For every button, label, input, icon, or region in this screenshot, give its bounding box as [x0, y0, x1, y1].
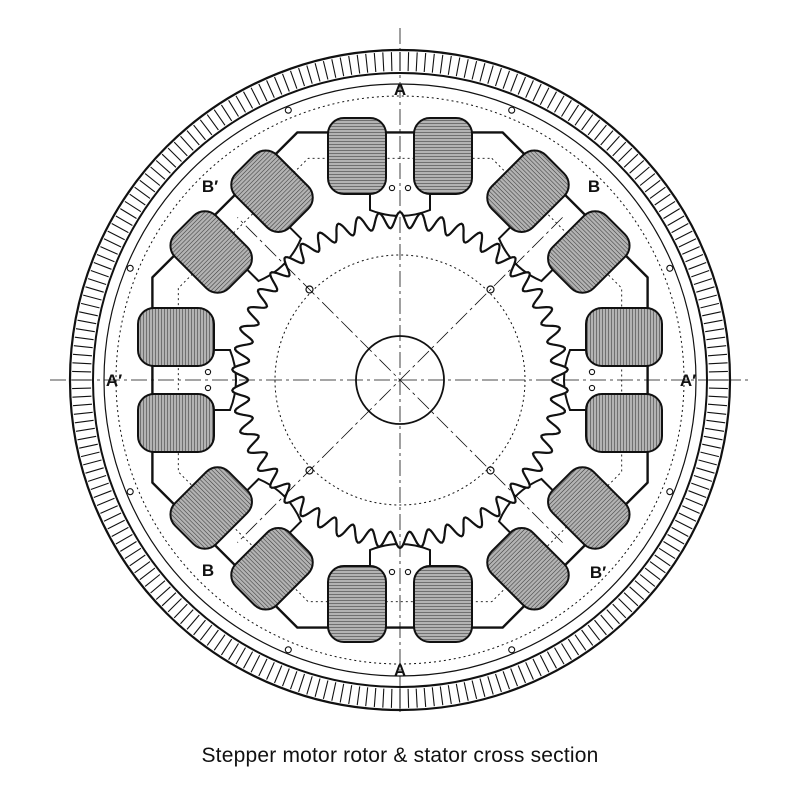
coil-2a — [486, 149, 570, 233]
housing-hole-7 — [126, 264, 134, 272]
label-b-prime-top-left: B′ — [202, 177, 218, 196]
coil-1b — [413, 117, 473, 195]
pole-hole-6 — [204, 384, 212, 392]
coil-3b — [585, 393, 663, 453]
label-a-prime-right: A′ — [680, 371, 696, 390]
coil-4b — [486, 527, 570, 611]
label-a-bottom: A — [394, 661, 406, 680]
coil-3a — [585, 307, 663, 367]
stepper-motor-diagram: A A A′ A′ B B B′ B′ — [50, 28, 750, 712]
label-b-bottom-left: B — [202, 561, 214, 580]
coil-7a — [137, 393, 215, 453]
pole-hole-7 — [588, 368, 596, 376]
housing-hole-4 — [508, 646, 516, 654]
pole-hole-5 — [204, 368, 212, 376]
pole-hole-2 — [404, 184, 412, 192]
stator-pole-7 — [178, 349, 237, 411]
housing-hole-8 — [284, 106, 292, 114]
coil-8b — [230, 149, 314, 233]
coil-4a — [547, 466, 631, 550]
housing-hole-1 — [508, 106, 516, 114]
housing-hole-3 — [666, 488, 674, 496]
pole-hole-1 — [388, 184, 396, 192]
housing-hole-2 — [666, 264, 674, 272]
coil-1a — [327, 117, 387, 195]
diagonal-center-line-2 — [237, 217, 563, 543]
housing-hole-5 — [284, 646, 292, 654]
coil-6a — [230, 527, 314, 611]
label-b-top-right: B — [588, 177, 600, 196]
coil-2b — [547, 210, 631, 294]
coil-5a — [413, 565, 473, 643]
housing-hole-6 — [126, 488, 134, 496]
diagram-caption: Stepper motor rotor & stator cross secti… — [201, 744, 599, 767]
coil-8a — [169, 210, 253, 294]
coil-7b — [137, 307, 215, 367]
stator-coils — [137, 117, 663, 643]
label-b-prime-bottom-right: B′ — [590, 563, 606, 582]
center-lines — [50, 28, 750, 712]
pole-hole-8 — [588, 384, 596, 392]
label-a-top: A — [394, 80, 406, 99]
coil-5b — [327, 565, 387, 643]
pole-hole-3 — [388, 568, 396, 576]
label-a-prime-left: A′ — [106, 371, 122, 390]
coil-6b — [169, 466, 253, 550]
pole-hole-4 — [404, 568, 412, 576]
